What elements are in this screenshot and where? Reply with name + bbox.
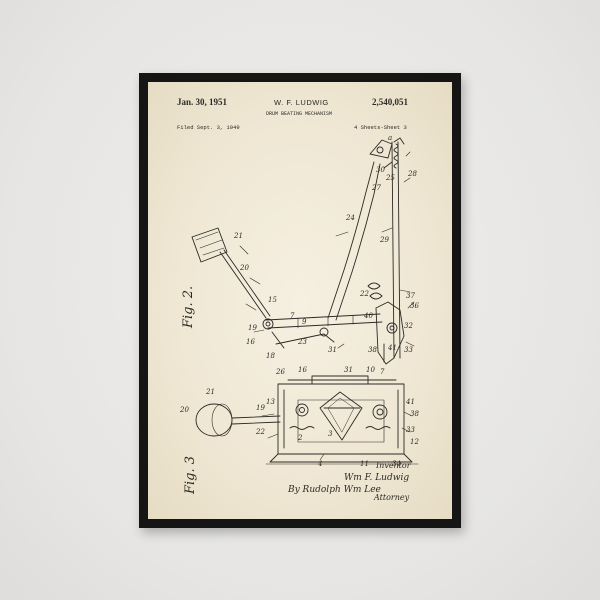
svg-text:16: 16 bbox=[246, 338, 255, 346]
svg-text:41: 41 bbox=[387, 344, 397, 352]
svg-text:26: 26 bbox=[275, 368, 285, 376]
svg-text:7: 7 bbox=[290, 312, 295, 320]
inventor-name: W. F. LUDWIG bbox=[274, 98, 329, 107]
svg-text:29: 29 bbox=[379, 236, 389, 244]
patent-subtitle: DRUM BEATING MECHANISM bbox=[266, 111, 333, 117]
svg-text:36: 36 bbox=[410, 302, 419, 310]
patent-drawing: 21 20 15 19 16 18 23 31 24 29 30 25 27 2… bbox=[179, 134, 419, 502]
svg-text:16: 16 bbox=[298, 366, 307, 374]
fig2-drawing bbox=[191, 137, 415, 365]
signature-block: Inventor Wm F. Ludwig By Rudolph Wm Lee … bbox=[287, 461, 412, 502]
svg-text:30: 30 bbox=[376, 166, 385, 174]
patent-print: Jan. 30, 1951 W. F. LUDWIG 2,540,051 DRU… bbox=[148, 82, 452, 519]
inventor-label: Inventor bbox=[375, 461, 412, 470]
fig3-drawing bbox=[195, 375, 419, 465]
svg-text:4: 4 bbox=[317, 460, 322, 468]
svg-text:18: 18 bbox=[266, 352, 275, 360]
fig2-reference-numbers: 21 20 15 19 16 18 23 31 24 29 30 25 27 2… bbox=[233, 134, 419, 360]
svg-text:22: 22 bbox=[255, 428, 265, 436]
svg-text:a: a bbox=[388, 134, 392, 142]
svg-text:15: 15 bbox=[268, 296, 277, 304]
sheet-count: 4 Sheets-Sheet 3 bbox=[354, 124, 407, 131]
svg-text:34: 34 bbox=[392, 460, 401, 468]
svg-text:37: 37 bbox=[406, 292, 415, 300]
svg-text:22: 22 bbox=[359, 290, 369, 298]
svg-text:19: 19 bbox=[256, 404, 265, 412]
svg-text:40: 40 bbox=[363, 312, 373, 320]
fig3-reference-numbers: 21 20 19 22 13 26 16 31 10 7 41 38 33 12… bbox=[179, 366, 419, 468]
svg-text:28: 28 bbox=[407, 170, 417, 178]
fig3-label: Fig. 3 bbox=[183, 456, 198, 495]
svg-text:31: 31 bbox=[344, 366, 353, 374]
svg-text:13: 13 bbox=[266, 398, 275, 406]
svg-text:24: 24 bbox=[345, 214, 355, 222]
svg-text:32: 32 bbox=[404, 322, 413, 330]
svg-text:33: 33 bbox=[404, 346, 413, 354]
svg-text:9: 9 bbox=[302, 318, 307, 326]
svg-text:10: 10 bbox=[366, 366, 375, 374]
svg-text:3: 3 bbox=[328, 430, 333, 438]
svg-text:19: 19 bbox=[248, 324, 257, 332]
svg-text:7: 7 bbox=[380, 368, 385, 376]
svg-text:33: 33 bbox=[406, 426, 415, 434]
svg-text:21: 21 bbox=[205, 388, 215, 396]
patent-number: 2,540,051 bbox=[372, 97, 408, 107]
patent-date: Jan. 30, 1951 bbox=[177, 97, 228, 107]
filed-date: Filed Sept. 3, 1949 bbox=[177, 124, 240, 131]
svg-text:21: 21 bbox=[233, 232, 243, 240]
svg-text:31: 31 bbox=[328, 346, 337, 354]
svg-text:38: 38 bbox=[410, 410, 419, 418]
svg-text:2: 2 bbox=[297, 434, 303, 442]
svg-text:20: 20 bbox=[239, 264, 249, 272]
svg-text:11: 11 bbox=[360, 460, 369, 468]
svg-text:23: 23 bbox=[297, 338, 307, 346]
svg-text:25: 25 bbox=[385, 174, 395, 182]
attorney-label: Attorney bbox=[373, 493, 410, 502]
by-line: By Rudolph Wm Lee bbox=[287, 485, 381, 495]
inventor-signature: Wm F. Ludwig bbox=[344, 473, 409, 483]
svg-text:20: 20 bbox=[179, 406, 189, 414]
svg-text:41: 41 bbox=[405, 398, 415, 406]
svg-text:12: 12 bbox=[410, 438, 419, 446]
svg-text:27: 27 bbox=[371, 184, 381, 192]
fig2-label: Fig. 2. bbox=[181, 286, 196, 329]
svg-text:38: 38 bbox=[368, 346, 377, 354]
